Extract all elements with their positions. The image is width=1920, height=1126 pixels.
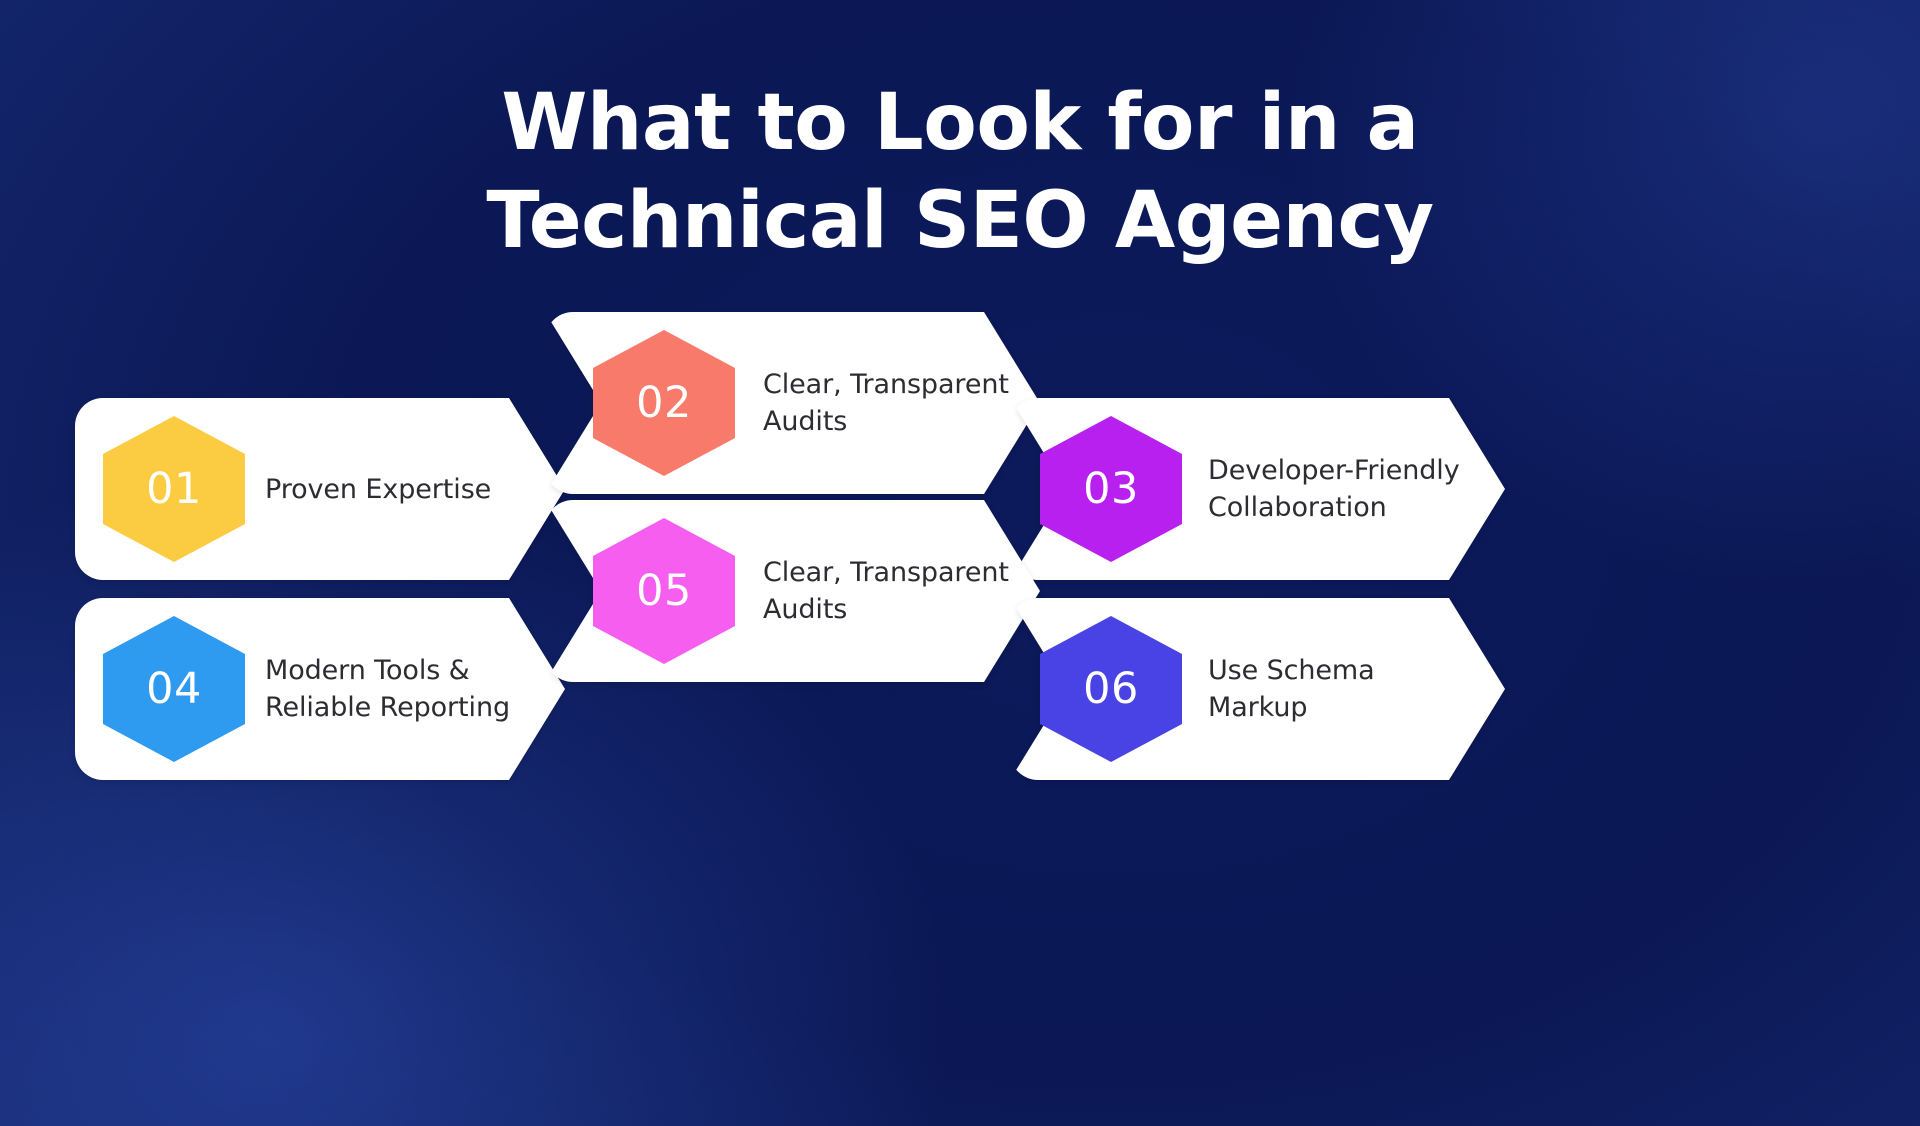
badge-number: 04: [146, 663, 202, 714]
card-item-01[interactable]: 01 Proven Expertise: [75, 398, 565, 580]
badge-number: 01: [146, 463, 202, 514]
card-label: Clear, Transparent Audits: [763, 369, 1009, 437]
card-label: Clear, Transparent Audits: [763, 557, 1009, 625]
card-item-03[interactable]: 03 Developer-Friendly Collaboration: [1010, 398, 1505, 580]
card-label: Proven Expertise: [265, 473, 492, 505]
number-badge-06: 06: [1040, 616, 1182, 762]
title-line-1: What to Look for in a: [501, 78, 1419, 168]
card-item-05[interactable]: 05 Clear, Transparent Audits: [545, 500, 1040, 682]
card-label: Modern Tools & Reliable Reporting: [265, 655, 510, 723]
badge-number: 03: [1083, 463, 1139, 514]
card-item-02[interactable]: 02 Clear, Transparent Audits: [545, 312, 1040, 494]
number-badge-05: 05: [593, 518, 735, 664]
card-label: Use Schema Markup: [1208, 655, 1375, 723]
card-item-06[interactable]: 06 Use Schema Markup: [1010, 598, 1505, 780]
card-item-04[interactable]: 04 Modern Tools & Reliable Reporting: [75, 598, 565, 780]
badge-number: 05: [636, 565, 692, 616]
number-badge-01: 01: [103, 416, 245, 562]
card-label: Developer-Friendly Collaboration: [1208, 455, 1460, 523]
title-line-2: Technical SEO Agency: [486, 176, 1434, 266]
badge-number: 06: [1083, 663, 1139, 714]
number-badge-04: 04: [103, 616, 245, 762]
page-title: What to Look for in a Technical SEO Agen…: [0, 74, 1920, 270]
number-badge-03: 03: [1040, 416, 1182, 562]
badge-number: 02: [636, 377, 692, 428]
number-badge-02: 02: [593, 330, 735, 476]
